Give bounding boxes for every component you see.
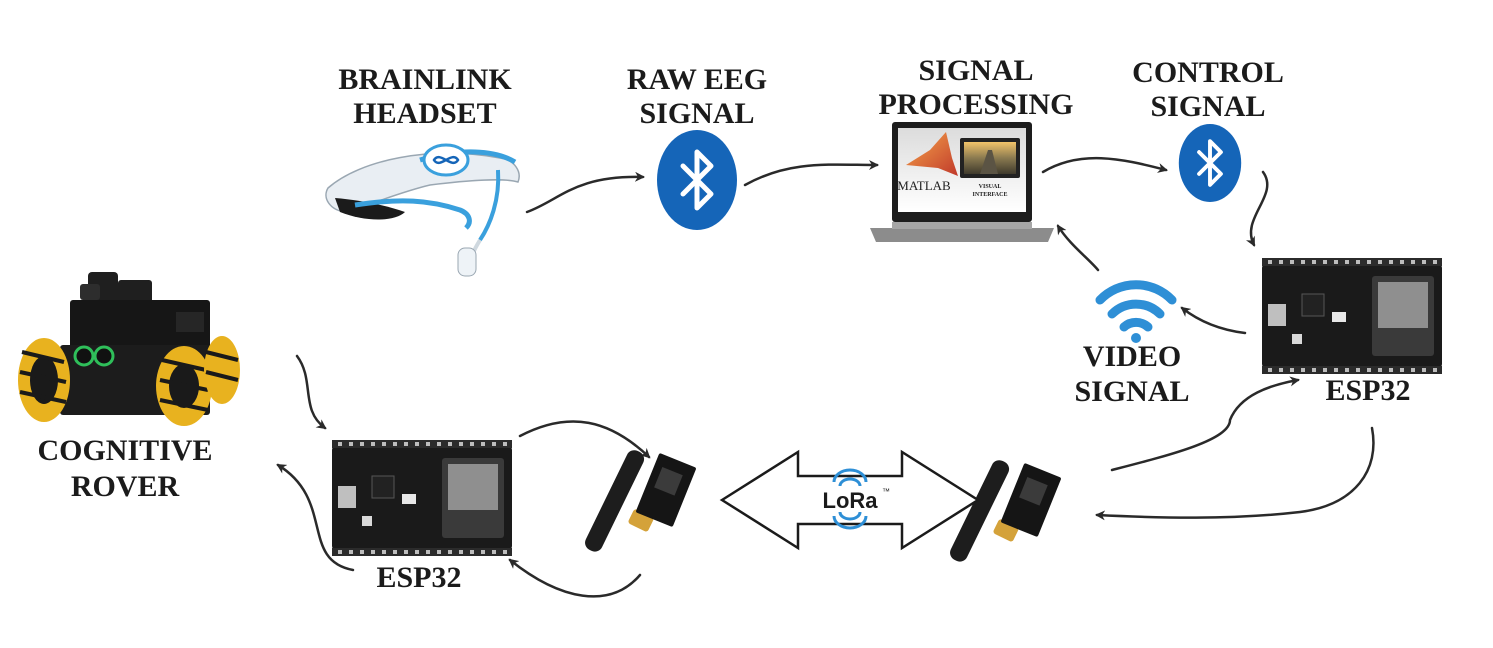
- control-label-line1: CONTROL: [1132, 56, 1284, 89]
- processing-label-line2: PROCESSING: [878, 88, 1073, 121]
- rover-wheel-right-front: [156, 346, 212, 426]
- wifi-icon: [1095, 280, 1177, 343]
- rover-label-line1: COGNITIVE: [37, 434, 212, 467]
- esp32-right-label: ESP32: [1325, 374, 1410, 407]
- headset-label-line2: HEADSET: [353, 97, 496, 130]
- rover-label-line2: ROVER: [71, 470, 180, 503]
- visual-interface-thumbnail: [960, 138, 1020, 178]
- bluetooth-icon: [1176, 122, 1244, 204]
- arrow-esp32-to-wifi: [1180, 306, 1247, 335]
- arrow-esp32-right-to-lora-right: [1095, 426, 1375, 521]
- lora-logo-icon: LoRa ™: [823, 468, 890, 530]
- arrow-lora-left-to-esp32-left: [508, 558, 642, 598]
- lora-double-arrow: [719, 449, 981, 551]
- laptop-image: MATLAB VISUAL INTERFACE: [870, 122, 1054, 242]
- cognitive-rover-image: [18, 272, 240, 426]
- visual-interface-line2: INTERFACE: [973, 192, 1008, 198]
- lora-module-right-image: [947, 457, 1062, 565]
- arrow-esp32-left-to-rover: [276, 463, 355, 572]
- lora-logo-text: LoRa: [823, 488, 879, 513]
- arrow-headset-to-bluetooth: [525, 171, 645, 214]
- arrow-laptop-to-bluetooth: [1041, 156, 1168, 174]
- flow-arrows: [276, 156, 1375, 598]
- arrow-bluetooth-to-esp32-right: [1245, 170, 1269, 247]
- raw-eeg-label-line2: SIGNAL: [639, 97, 754, 130]
- raw-eeg-label-line1: RAW EEG: [627, 63, 767, 96]
- rover-wheel-left: [18, 338, 70, 422]
- arrow-bluetooth-to-laptop: [743, 159, 879, 187]
- esp32-board-right-image: [1261, 257, 1443, 375]
- arrow-lora-right-to-esp32-right: [1110, 376, 1300, 472]
- processing-label-line1: SIGNAL: [918, 54, 1033, 87]
- esp32-left-label: ESP32: [376, 561, 461, 594]
- matlab-text: MATLAB: [897, 178, 951, 193]
- visual-interface-line1: VISUAL: [979, 184, 1002, 190]
- headset-label-line1: BRAINLINK: [338, 63, 512, 96]
- matlab-logo-icon: [906, 132, 958, 176]
- lora-module-left-image: [582, 447, 697, 555]
- brainlink-headset-image: [325, 143, 520, 277]
- video-label-line1: VIDEO: [1083, 340, 1181, 373]
- bluetooth-icon: [657, 130, 737, 230]
- rover-wheel-right-back: [204, 336, 240, 404]
- arrow-wifi-to-laptop: [1056, 224, 1100, 272]
- lora-tm-text: ™: [882, 487, 890, 496]
- arrow-rover-to-esp32-left: [295, 354, 327, 430]
- control-label-line2: SIGNAL: [1150, 90, 1265, 123]
- video-label-line2: SIGNAL: [1074, 375, 1189, 408]
- esp32-board-left-image: [331, 439, 513, 557]
- arrow-esp32-left-to-lora-left: [518, 420, 651, 459]
